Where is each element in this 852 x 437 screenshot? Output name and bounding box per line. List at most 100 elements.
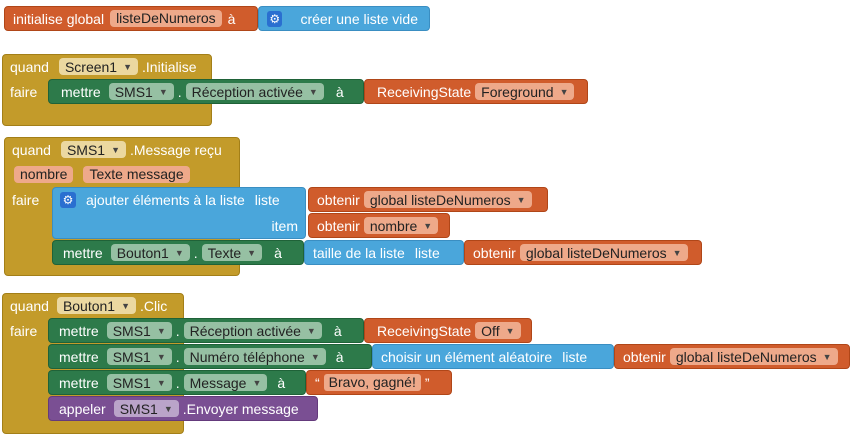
gear-icon[interactable]: ⚙ — [267, 10, 283, 27]
item-var-name: nombre — [369, 217, 418, 234]
add-items-to-list-block[interactable] — [52, 187, 306, 239]
property-name: Réception activée — [189, 322, 301, 339]
get-label: obtenir — [473, 244, 516, 261]
property-dropdown[interactable]: Numéro téléphone ▼ — [183, 348, 326, 365]
component-dropdown[interactable]: Screen1▼ — [58, 58, 139, 75]
do-label: faire — [10, 83, 38, 100]
set-label: mettre — [63, 244, 103, 261]
set-receiving-block[interactable]: mettre SMS1▼ . Réception activée▼ à — [48, 79, 364, 104]
chevron-down-icon: ▼ — [559, 86, 569, 97]
message-text-field[interactable]: Bravo, gagné! — [323, 374, 421, 391]
global-var-name-field[interactable]: listeDeNumeros — [110, 10, 222, 27]
sms1-name: SMS1 — [114, 83, 153, 100]
sms1-name: SMS1 — [112, 322, 151, 339]
chevron-down-icon: ▼ — [308, 86, 318, 97]
chevron-down-icon: ▼ — [247, 247, 257, 258]
call-label: appeler — [59, 400, 106, 417]
get-global-list-block-2[interactable]: obtenir global listeDeNumeros ▼ — [464, 240, 702, 265]
param-texte-message[interactable]: Texte message — [83, 166, 190, 183]
receiving-state-dropdown[interactable]: Foreground▼ — [475, 83, 575, 100]
chevron-down-icon: ▼ — [516, 194, 526, 205]
create-empty-list-block[interactable]: ⚙ créer une liste vide — [258, 6, 430, 31]
item-row: item — [230, 213, 306, 238]
global-var-name: global listeDeNumeros — [675, 348, 817, 365]
dot-label: . — [175, 348, 180, 365]
global-var-name: global listeDeNumeros — [525, 244, 667, 261]
receiving-state-label: ReceivingState — [377, 83, 472, 100]
chevron-down-icon: ▼ — [306, 325, 316, 336]
method-name-label: .Envoyer message — [182, 400, 299, 417]
to-label: à — [227, 10, 236, 27]
set-label: mettre — [59, 374, 99, 391]
sms1-dropdown[interactable]: SMS1▼ — [106, 374, 172, 391]
receiving-state-dropdown[interactable]: Off ▼ — [475, 322, 521, 339]
property-dropdown[interactable]: Texte▼ — [201, 244, 263, 261]
set-message-block[interactable]: mettre SMS1▼ . Message▼ à — [48, 370, 306, 395]
list-length-block[interactable]: taille de la liste liste — [304, 240, 464, 265]
initialise-global-label: initialise global — [13, 10, 105, 27]
item-socket-label: item — [271, 217, 298, 234]
to-label: à — [335, 348, 344, 365]
event-name-label: .Clic — [140, 297, 168, 314]
receiving-state-label: ReceivingState — [377, 322, 472, 339]
to-label: à — [277, 374, 286, 391]
get-global-list-block[interactable]: obtenir global listeDeNumeros▼ — [308, 187, 548, 212]
component-dropdown[interactable]: SMS1▼ — [60, 141, 126, 158]
chevron-down-icon: ▼ — [310, 351, 320, 362]
event3-do-row: faire — [2, 318, 46, 343]
list-socket-label: liste — [414, 244, 440, 261]
global-var-name: global listeDeNumeros — [369, 191, 511, 208]
sms1-dropdown[interactable]: SMS1▼ — [113, 400, 179, 417]
call-send-message-block[interactable]: appeler SMS1▼ .Envoyer message — [48, 396, 318, 421]
dot-label: . — [177, 83, 182, 100]
add-items-row: ⚙ ajouter éléments à la liste liste — [52, 187, 306, 212]
item-var-dropdown[interactable]: nombre▼ — [363, 217, 439, 234]
global-var-dropdown[interactable]: global listeDeNumeros ▼ — [519, 244, 688, 261]
set-receiving-off-block[interactable]: mettre SMS1▼ . Réception activée▼ à — [48, 318, 364, 343]
bouton1-dropdown[interactable]: Bouton1▼ — [110, 244, 190, 261]
receiving-state-block[interactable]: ReceivingState Foreground▼ — [364, 79, 588, 104]
sms1-name: SMS1 — [112, 348, 151, 365]
dot-label: . — [193, 244, 198, 261]
sms1-dropdown[interactable]: SMS1 ▼ — [106, 348, 172, 365]
global-variable-block[interactable]: initialise global listeDeNumeros à — [4, 6, 258, 31]
component-name: Bouton1 — [62, 297, 116, 314]
when-label: quand — [10, 58, 49, 75]
quote-close-label: ” — [424, 374, 430, 391]
event2-do-row: faire — [4, 187, 50, 212]
component-dropdown[interactable]: Bouton1▼ — [56, 297, 137, 314]
chevron-down-icon: ▼ — [156, 351, 166, 362]
chevron-down-icon: ▼ — [672, 247, 682, 258]
property-dropdown[interactable]: Message▼ — [183, 374, 268, 391]
get-global-list-block-3[interactable]: obtenir global listeDeNumeros ▼ — [614, 344, 850, 369]
random-item-label: choisir un élément aléatoire — [381, 348, 553, 365]
to-label: à — [335, 83, 344, 100]
param-nombre[interactable]: nombre — [14, 166, 74, 183]
get-nombre-block[interactable]: obtenir nombre▼ — [308, 213, 450, 238]
chevron-down-icon: ▼ — [111, 144, 120, 155]
when-label: quand — [10, 297, 49, 314]
sms1-dropdown[interactable]: SMS1▼ — [106, 322, 172, 339]
component-name: Screen1 — [64, 58, 118, 75]
chevron-down-icon: ▼ — [822, 351, 832, 362]
chevron-down-icon: ▼ — [505, 325, 515, 336]
sms1-dropdown[interactable]: SMS1▼ — [108, 83, 174, 100]
receiving-state-option: Off — [481, 322, 500, 339]
get-label: obtenir — [623, 348, 666, 365]
property-dropdown[interactable]: Réception activée▼ — [185, 83, 324, 100]
property-name: Message — [189, 374, 247, 391]
random-item-block[interactable]: choisir un élément aléatoire liste — [372, 344, 614, 369]
global-var-dropdown[interactable]: global listeDeNumeros ▼ — [669, 348, 838, 365]
set-label: mettre — [61, 83, 101, 100]
property-name: Numéro téléphone — [189, 348, 305, 365]
gear-icon[interactable]: ⚙ — [60, 191, 76, 208]
dot-label: . — [175, 374, 180, 391]
receiving-state-off-block[interactable]: ReceivingState Off ▼ — [364, 318, 532, 343]
text-string-block[interactable]: “ Bravo, gagné! ” — [306, 370, 452, 395]
set-bouton-texte-block[interactable]: mettre Bouton1▼ . Texte▼ à — [52, 240, 304, 265]
bouton1-name: Bouton1 — [116, 244, 169, 261]
property-dropdown[interactable]: Réception activée ▼ — [183, 322, 322, 339]
do-label: faire — [12, 191, 40, 208]
global-var-dropdown[interactable]: global listeDeNumeros ▼ — [363, 191, 532, 208]
set-phone-number-block[interactable]: mettre SMS1▼ . Numéro téléphone▼ à — [48, 344, 372, 369]
